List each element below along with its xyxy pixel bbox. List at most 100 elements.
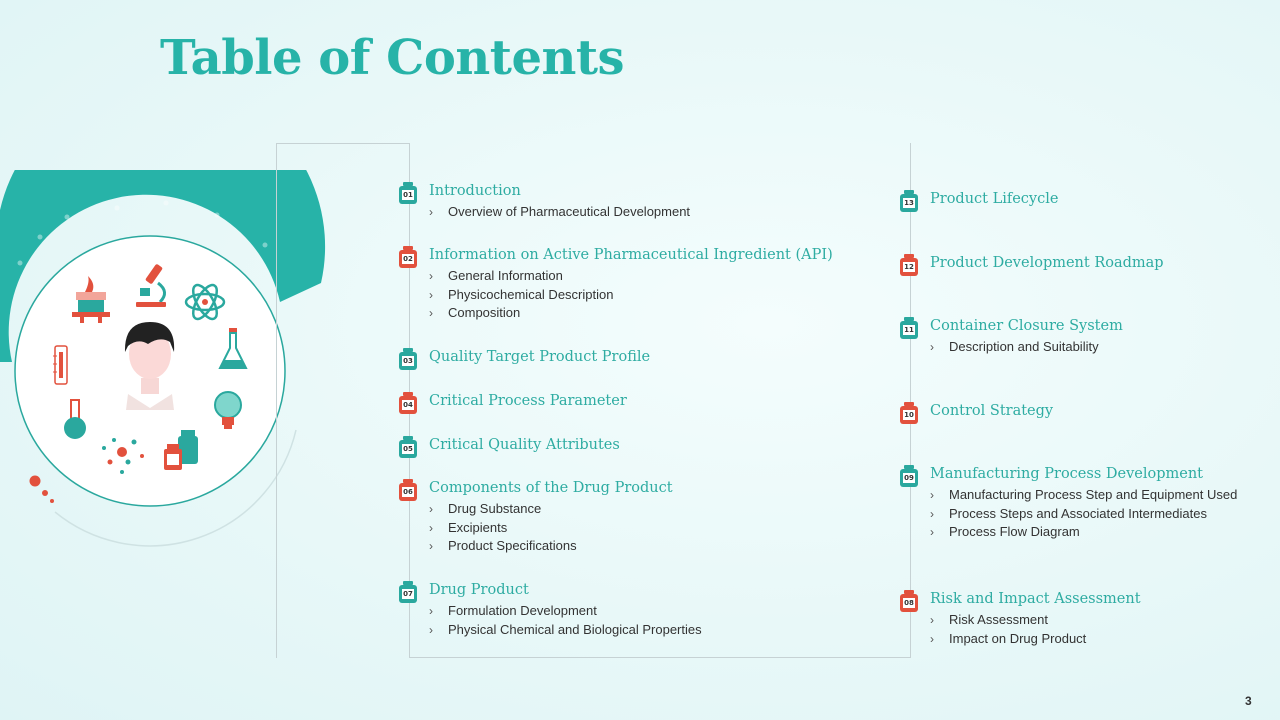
bottle-number-icon: 09	[900, 465, 918, 487]
sub-item-text: Overview of Pharmaceutical Development	[448, 204, 691, 219]
molecule-icon	[102, 438, 144, 474]
sub-list: › Drug Substance › Excipients › Product Speci…	[429, 500, 577, 556]
atom-icon	[184, 283, 226, 321]
item-number: 06	[402, 487, 414, 497]
item-title: Manufacturing Process Development	[930, 466, 1204, 482]
item-number: 13	[903, 198, 915, 208]
chevron-right-icon: ›	[930, 525, 934, 539]
sub-item: › Product Specifications	[429, 537, 577, 556]
sub-item: › Impact on Drug Product	[930, 630, 1086, 649]
page-title: Table of Contents	[160, 30, 625, 86]
sub-item: › Process Flow Diagram	[930, 523, 1237, 542]
chevron-right-icon: ›	[930, 340, 934, 354]
item-title: Product Lifecycle	[930, 191, 1059, 207]
thin-arc	[54, 429, 297, 547]
sub-item-text: Manufacturing Process Step and Equipment…	[949, 487, 1238, 502]
science-illustration	[0, 170, 326, 547]
item-number: 05	[402, 444, 414, 454]
round-flask-icon	[64, 399, 86, 439]
chevron-right-icon: ›	[429, 502, 433, 516]
item-number: 09	[903, 473, 915, 483]
chevron-right-icon: ›	[429, 604, 433, 618]
item-number: 01	[402, 190, 414, 200]
bunsen-burner-icon	[72, 276, 110, 323]
sub-item: › Process Steps and Associated Intermedia…	[930, 505, 1237, 524]
sub-item-text: Physicochemical Description	[448, 286, 614, 302]
sub-item-text: Process Steps and Associated Intermediat…	[949, 505, 1207, 521]
sub-item-text: Process Flow Diagram	[949, 524, 1080, 539]
sub-item-text: General Information	[448, 268, 563, 283]
sub-item-text: Formulation Development	[448, 603, 597, 618]
item-title: Critical Process Parameter	[429, 393, 627, 409]
sub-item: ›Composition	[429, 304, 613, 323]
sub-item: ›Risk Assessment	[930, 611, 1086, 630]
chevron-right-icon: ›	[429, 539, 433, 553]
bottle-number-icon: 04	[399, 392, 417, 414]
sub-list: › Description and Suitability	[930, 338, 1099, 357]
microscope-icon	[136, 264, 166, 307]
item-title: Control Strategy	[930, 403, 1054, 419]
item-number: 07	[402, 589, 414, 599]
page-number: 3	[1245, 694, 1252, 708]
item-title: Drug Product	[429, 582, 529, 598]
bottle-number-icon: 12	[900, 254, 918, 276]
item-title: Information on Active Pharmaceutical Ing…	[429, 247, 833, 263]
bottle-number-icon: 01	[399, 182, 417, 204]
flask-icon	[218, 328, 248, 369]
item-number: 10	[903, 410, 915, 420]
chevron-right-icon: ›	[429, 306, 433, 320]
bottle-number-icon: 13	[900, 190, 918, 212]
chevron-right-icon: ›	[429, 269, 433, 283]
connector-line	[276, 143, 410, 658]
sub-item-text: Excipients	[448, 519, 508, 535]
teal-arc	[0, 170, 326, 362]
chevron-right-icon: ›	[930, 631, 934, 646]
item-title: Container Closure System	[930, 318, 1123, 334]
sub-item-text: Description and Suitability	[949, 339, 1099, 354]
sub-item-text: Physical Chemical and Biological Propert…	[448, 621, 702, 637]
item-number: 02	[402, 254, 414, 264]
sub-list: ›Overview of Pharmaceutical Development	[429, 203, 690, 222]
chevron-right-icon: ›	[930, 506, 934, 521]
item-number: 08	[903, 598, 915, 608]
sub-item: › Physical Chemical and Biological Proper…	[429, 621, 702, 640]
sub-item: › Description and Suitability	[930, 338, 1099, 357]
sub-item-text: Product Specifications	[448, 538, 577, 553]
sub-list: › Formulation Development › Physical Chemic…	[429, 602, 702, 639]
item-title: Introduction	[429, 183, 521, 199]
bottle-number-icon: 10	[900, 402, 918, 424]
light-bulb-icon	[214, 391, 242, 429]
sub-list: ›Risk Assessment› Impact on Drug Product	[930, 611, 1086, 648]
bottle-number-icon: 03	[399, 348, 417, 370]
item-number: 11	[903, 325, 915, 335]
sub-item: ›Manufacturing Process Step and Equipmen…	[930, 486, 1237, 505]
sub-list: › General Information › Physicochemical Des…	[429, 267, 613, 323]
item-title: Risk and Impact Assessment	[930, 591, 1141, 607]
sub-item-text: Impact on Drug Product	[949, 630, 1087, 646]
item-number: 04	[402, 400, 414, 410]
bottle-number-icon: 08	[900, 590, 918, 612]
thermometer-icon	[53, 345, 68, 385]
sub-item: › Drug Substance	[429, 500, 577, 519]
sub-item-text: Risk Assessment	[949, 612, 1048, 627]
bottle-number-icon: 11	[900, 317, 918, 339]
medicine-bottle-icon	[164, 430, 198, 470]
item-title: Product Development Roadmap	[930, 255, 1164, 271]
chevron-right-icon: ›	[429, 520, 433, 535]
bottle-number-icon: 07	[399, 581, 417, 603]
chevron-right-icon: ›	[429, 287, 433, 302]
scientist-avatar	[124, 322, 175, 410]
bottle-number-icon: 02	[399, 246, 417, 268]
item-title: Quality Target Product Profile	[429, 349, 651, 365]
bottle-number-icon: 06	[399, 479, 417, 501]
sub-list: › Manufacturing Process Step and Equipmen…	[930, 486, 1237, 542]
item-number: 12	[903, 262, 915, 272]
item-number: 03	[402, 356, 414, 366]
sub-item-text: Drug Substance	[448, 501, 542, 516]
sub-item: › Physicochemical Description	[429, 286, 613, 305]
sub-item: › Excipients	[429, 519, 577, 538]
chevron-right-icon: ›	[429, 622, 433, 637]
sub-item: ›Overview of Pharmaceutical Development	[429, 203, 690, 222]
bottle-number-icon: 05	[399, 436, 417, 458]
item-title: Critical Quality Attributes	[429, 437, 620, 453]
